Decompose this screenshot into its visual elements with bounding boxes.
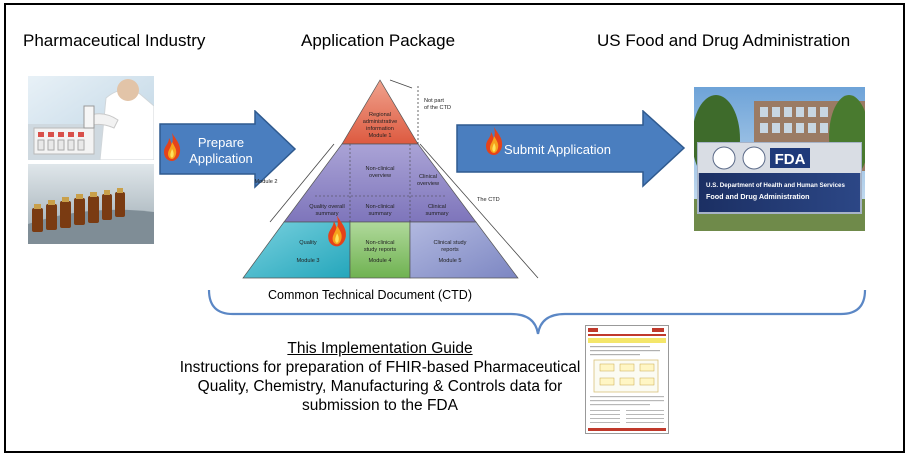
module-1-text: information — [366, 126, 394, 132]
fire-icon — [162, 132, 182, 167]
module-1-text: Regional — [369, 112, 391, 118]
fda-logo-text: FDA — [775, 151, 806, 168]
nonclinical-study-text: Non-clinical — [366, 240, 395, 246]
guide-line: Quality, Chemistry, Manufacturing & Cont… — [197, 378, 563, 395]
ctd-caption: Common Technical Document (CTD) — [268, 288, 472, 302]
module-1-text: Module 1 — [368, 133, 391, 139]
module-5-section — [409, 221, 519, 279]
medicine-bottles-photo — [28, 164, 154, 244]
ctd-pyramid: Not part of the CTD The CTD Module 2 Reg… — [242, 79, 539, 279]
not-part-label-1: Not part — [424, 98, 444, 104]
fire-icon — [326, 214, 348, 253]
quality-module-3-text: Quality — [299, 240, 317, 246]
clinical-study-text: Clinical study — [434, 240, 467, 246]
nonclinical-overview-text: overview — [369, 173, 392, 179]
guide-line: submission to the FDA — [302, 397, 458, 414]
fda-sign-photo: FDA U.S. Department of Health and Human … — [694, 87, 865, 231]
prepare-application-label: Prepare Application — [189, 135, 253, 166]
header-fda: US Food and Drug Administration — [597, 31, 851, 50]
clinical-overview-text: Clinical — [419, 174, 437, 180]
nonclinical-study-text: Module 4 — [368, 258, 391, 264]
fda-sign-line-1: U.S. Department of Health and Human Serv… — [706, 182, 845, 189]
not-part-label-2: of the CTD — [424, 105, 451, 111]
nonclinical-overview-text: Non-clinical — [366, 166, 395, 172]
module-2-side-label: Module 2 — [254, 179, 277, 185]
guide-line: Instructions for preparation of FHIR-bas… — [179, 359, 581, 376]
document-thumbnail — [585, 325, 669, 434]
implementation-guide-title: This Implementation Guide — [287, 340, 473, 357]
nonclinical-study-text: study reports — [364, 247, 397, 253]
implementation-guide-text: This Implementation Guide Instructions f… — [160, 339, 600, 415]
the-ctd-label: The CTD — [477, 197, 500, 203]
quality-overall-summary-text: summary — [316, 211, 339, 217]
quality-overall-summary-text: Quality overall — [309, 204, 344, 210]
clinical-summary-text: summary — [426, 211, 449, 217]
clinical-study-text: Module 5 — [438, 258, 461, 264]
curly-bracket — [207, 289, 867, 335]
clinical-overview-text: overview — [417, 181, 440, 187]
clinical-study-text: reports — [441, 247, 459, 253]
nonclinical-summary-text: summary — [369, 211, 392, 217]
module-1-text: administrative — [363, 119, 398, 125]
nonclinical-summary-text: Non-clinical — [366, 204, 395, 210]
submit-application-label: Submit Application — [504, 142, 611, 157]
prepare-application-arrow — [159, 110, 297, 189]
fda-sign-line-2: Food and Drug Administration — [706, 192, 810, 201]
clinical-summary-text: Clinical — [428, 204, 446, 210]
quality-module-3-text: Module 3 — [296, 258, 319, 264]
header-application-package: Application Package — [301, 31, 456, 50]
submit-application-arrow — [456, 110, 686, 188]
fire-icon — [484, 126, 504, 161]
pharmacy-worker-photo — [28, 76, 154, 160]
header-pharmaceutical-industry: Pharmaceutical Industry — [23, 31, 206, 50]
module-4-section — [349, 221, 411, 279]
